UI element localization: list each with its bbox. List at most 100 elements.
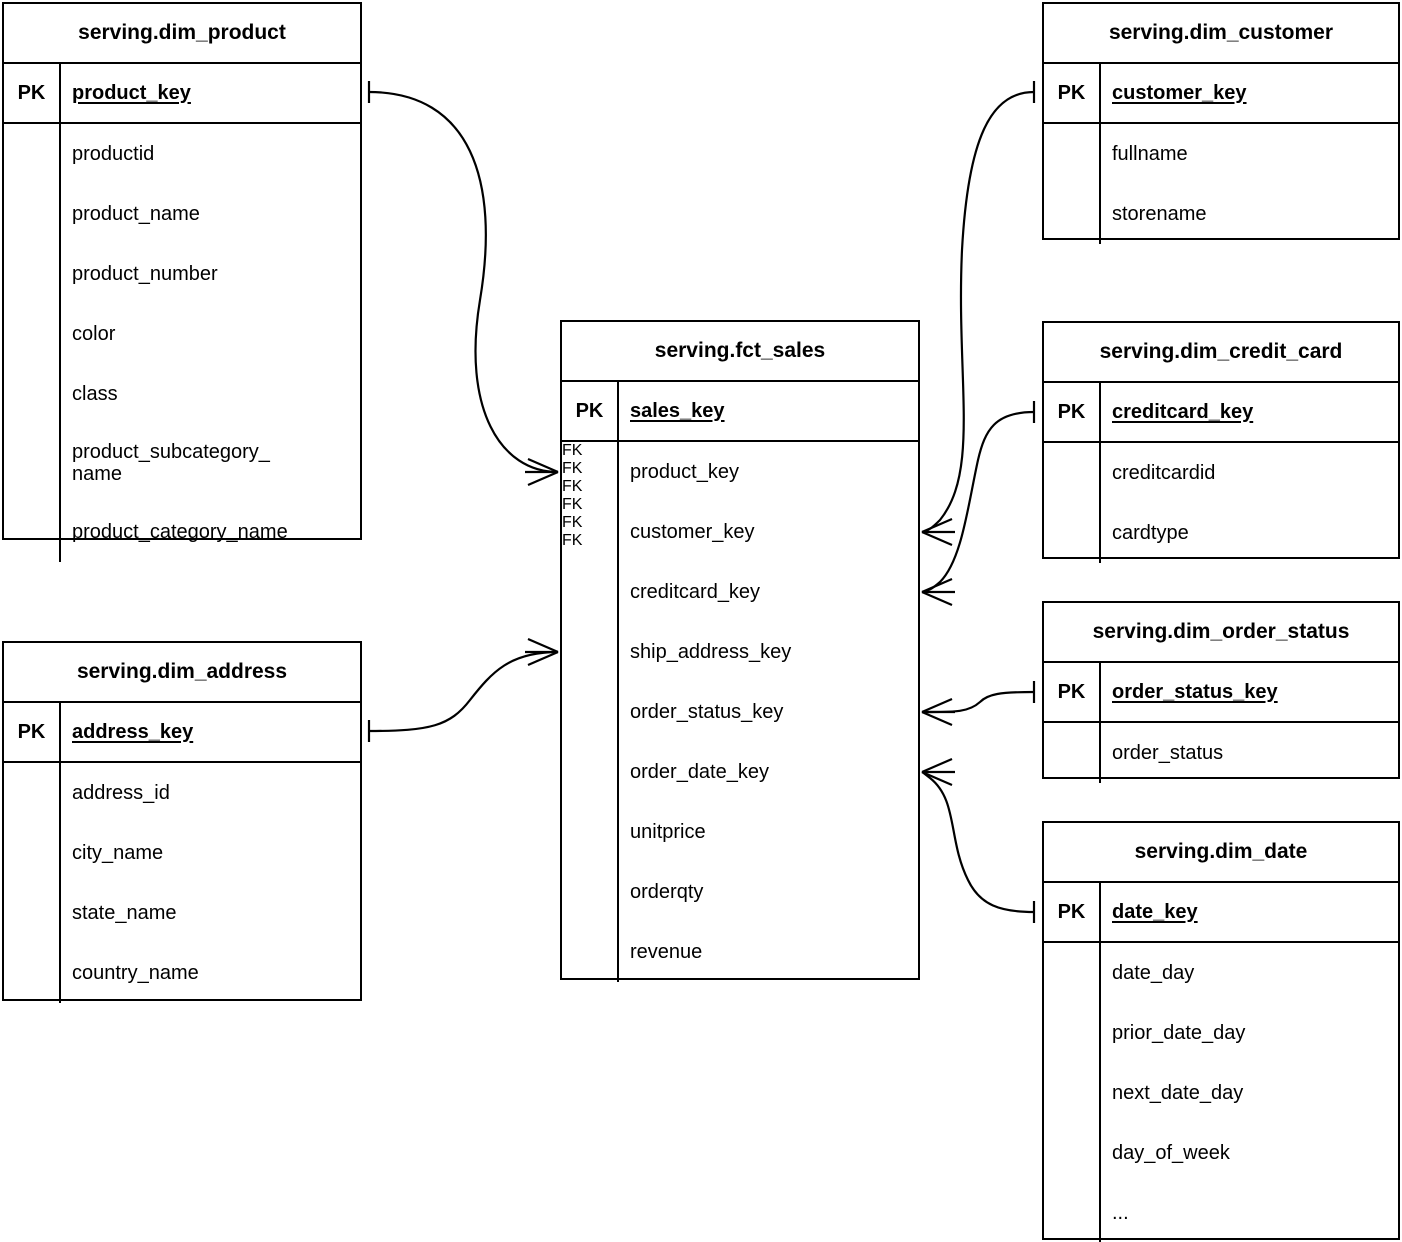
attribute-row: cardtype (1112, 522, 1189, 544)
measure-row: unitprice (630, 821, 706, 843)
attribute-block-dim-credit-card: creditcardid cardtype (1044, 441, 1398, 563)
key-column-spacer (1044, 723, 1101, 783)
crowsfoot-product (525, 457, 559, 487)
fk-label: FK (562, 442, 583, 459)
fk-label: FK (562, 532, 583, 549)
attribute-column: address_id city_name state_name country_… (61, 763, 360, 1003)
entity-title-dim-date: serving.dim_date (1134, 840, 1308, 863)
crowsfoot-orderstatus (921, 697, 955, 727)
key-column: FK FK FK FK FK FK (562, 442, 619, 982)
entity-dim-product[interactable]: serving.dim_product PK product_key produ… (2, 2, 362, 562)
relationship-address (367, 637, 559, 742)
attribute-row: ... (1112, 1202, 1129, 1224)
pk-label: PK (1044, 663, 1101, 721)
crowsfoot-address (525, 637, 559, 667)
attribute-block-dim-order-status: order_status (1044, 721, 1398, 783)
fk-label: FK (562, 460, 583, 477)
attribute-column: productid product_name product_number co… (61, 124, 360, 562)
key-column-spacer (4, 124, 61, 562)
key-column-spacer (1044, 943, 1101, 1242)
crowsfoot-creditcard (921, 577, 955, 607)
entity-title-dim-order-status: serving.dim_order_status (1092, 620, 1350, 643)
attribute-row: product_category_name (72, 521, 288, 543)
pk-name: customer_key (1112, 81, 1247, 104)
attribute-row: country_name (72, 962, 199, 984)
pk-row-dim-address: PK address_key (4, 701, 360, 761)
attribute-row: date_day (1112, 962, 1195, 984)
attribute-column: order_status (1101, 723, 1398, 783)
attribute-column: product_key customer_key creditcard_key … (619, 442, 918, 982)
attribute-row: product_subcategory_ name (72, 441, 270, 485)
entity-dim-customer[interactable]: serving.dim_customer PK customer_key ful… (1042, 2, 1400, 244)
attribute-row: product_number (72, 263, 218, 285)
pk-name: creditcard_key (1112, 400, 1254, 423)
attribute-row: class (72, 383, 118, 405)
pk-label: PK (1044, 883, 1101, 941)
entity-title-dim-credit-card: serving.dim_credit_card (1099, 340, 1343, 363)
pk-label: PK (4, 64, 61, 122)
attribute-row: prior_date_day (1112, 1022, 1246, 1044)
fk-label: FK (562, 478, 583, 495)
pk-label: PK (4, 703, 61, 761)
attribute-row: address_id (72, 782, 170, 804)
pk-row-dim-customer: PK customer_key (1044, 62, 1398, 122)
pk-name: product_key (72, 81, 191, 104)
entity-title-fct-sales: serving.fct_sales (654, 339, 826, 362)
fk-row: ship_address_key (630, 641, 792, 663)
entity-title-dim-customer: serving.dim_customer (1108, 21, 1334, 44)
fk-row: product_key (630, 461, 739, 483)
attribute-block-fct-sales: FK FK FK FK FK FK product_key customer_k… (562, 440, 918, 982)
entity-title-dim-address: serving.dim_address (76, 660, 288, 683)
attribute-block-dim-customer: fullname storename (1044, 122, 1398, 244)
pk-label: PK (1044, 64, 1101, 122)
attribute-block-dim-product: productid product_name product_number co… (4, 122, 360, 562)
attribute-row: product_name (72, 203, 200, 225)
entity-fct-sales[interactable]: serving.fct_sales PK sales_key FK FK FK … (560, 320, 920, 982)
attribute-column: fullname storename (1101, 124, 1398, 244)
measure-row: revenue (630, 941, 703, 963)
attribute-row: next_date_day (1112, 1082, 1244, 1104)
pk-row-dim-order-status: PK order_status_key (1044, 661, 1398, 721)
key-column-spacer (1044, 124, 1101, 244)
fk-row: creditcard_key (630, 581, 761, 603)
entity-dim-credit-card[interactable]: serving.dim_credit_card PK creditcard_ke… (1042, 321, 1400, 563)
attribute-row: city_name (72, 842, 164, 864)
relationship-date (921, 757, 1036, 923)
entity-dim-order-status[interactable]: serving.dim_order_status PK order_status… (1042, 601, 1400, 783)
entity-dim-address[interactable]: serving.dim_address PK address_key addre… (2, 641, 362, 1003)
pk-label: PK (562, 382, 619, 440)
crowsfoot-customer (921, 517, 955, 547)
pk-name: address_key (72, 720, 194, 743)
attribute-column: creditcardid cardtype (1101, 443, 1398, 563)
pk-name: sales_key (630, 399, 725, 422)
key-column-spacer (4, 763, 61, 1003)
key-column-spacer (1044, 443, 1101, 563)
fk-row: order_status_key (630, 701, 784, 723)
measure-row: orderqty (630, 881, 704, 903)
pk-row-dim-credit-card: PK creditcard_key (1044, 381, 1398, 441)
attribute-row: state_name (72, 902, 177, 924)
attribute-block-dim-date: date_day prior_date_day next_date_day da… (1044, 941, 1398, 1242)
attribute-row: color (72, 323, 116, 345)
relationship-product (367, 81, 559, 487)
attribute-row: order_status (1112, 742, 1224, 764)
attribute-block-dim-address: address_id city_name state_name country_… (4, 761, 360, 1003)
entity-title-dim-product: serving.dim_product (78, 21, 286, 44)
pk-name: order_status_key (1112, 680, 1278, 703)
relationship-customer (921, 81, 1036, 547)
attribute-row: storename (1112, 203, 1207, 225)
pk-row-dim-product: PK product_key (4, 62, 360, 122)
attribute-row: day_of_week (1112, 1142, 1230, 1164)
pk-label: PK (1044, 383, 1101, 441)
pk-row-dim-date: PK date_key (1044, 881, 1398, 941)
fk-row: customer_key (630, 521, 755, 543)
fk-row: order_date_key (630, 761, 769, 783)
fk-label: FK (562, 514, 583, 531)
attribute-column: date_day prior_date_day next_date_day da… (1101, 943, 1398, 1242)
fk-label: FK (562, 496, 583, 513)
crowsfoot-date (921, 757, 955, 787)
relationship-orderstatus (921, 681, 1036, 727)
attribute-row: creditcardid (1112, 462, 1216, 484)
entity-dim-date[interactable]: serving.dim_date PK date_key date_day pr… (1042, 821, 1400, 1242)
